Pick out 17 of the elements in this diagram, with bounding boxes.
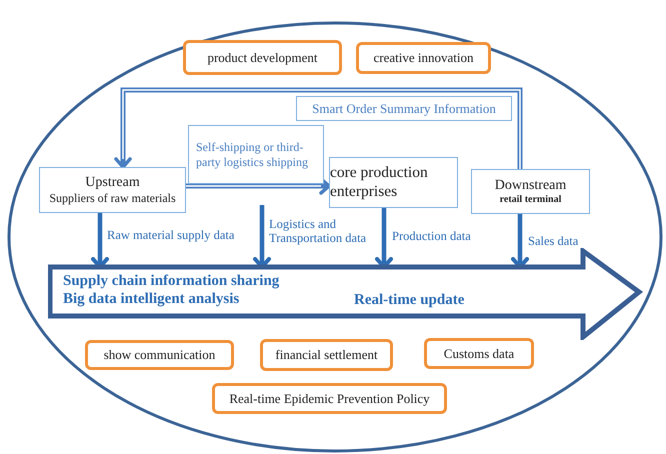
edge-label: Sales data	[527, 234, 580, 248]
topic-box: Real-time Epidemic Prevention Policy	[212, 383, 447, 414]
process-box: Downstream retail terminal	[471, 169, 590, 214]
process-box: Upstream Suppliers of raw materials	[39, 167, 186, 213]
edge-label: Raw material supply data	[106, 228, 236, 242]
note-box: Smart Order Summary Information	[296, 96, 512, 121]
arrow-text: Supply chain information sharing Big data intelligent analysis	[63, 272, 280, 308]
topic-box: product development	[183, 40, 342, 75]
topic-box: financial settlement	[260, 339, 393, 371]
topic-box: Customs data	[424, 338, 534, 369]
edge-label: Production data	[391, 229, 472, 244]
process-box: core production enterprises	[329, 157, 458, 208]
arrow-caption: Real-time update	[354, 291, 464, 309]
topic-box: show communication	[85, 340, 234, 370]
note-box: Self-shipping or third-party logistics shipping	[188, 125, 324, 184]
topic-box: creative innovation	[356, 42, 491, 74]
big-arrow	[48, 248, 644, 340]
